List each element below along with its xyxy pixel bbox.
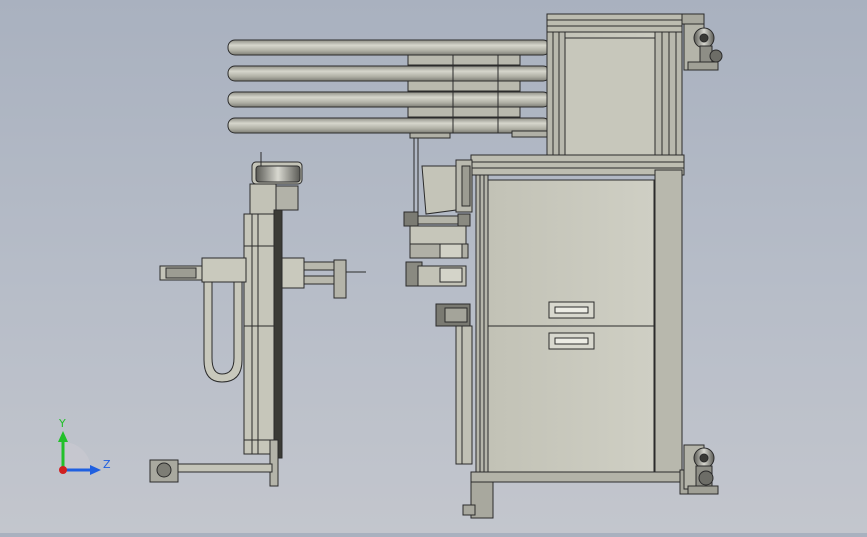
cable-carrier bbox=[203, 281, 243, 383]
drawer-handle-upper[interactable] bbox=[548, 301, 595, 319]
triad-origin-quadrant bbox=[63, 442, 91, 470]
x-axis-dot bbox=[59, 466, 67, 474]
horizontal-arm bbox=[159, 257, 366, 299]
pipe-1 bbox=[227, 39, 551, 56]
pipe-bracket bbox=[407, 80, 521, 92]
pipe-array bbox=[227, 39, 551, 139]
y-axis-label: Y bbox=[58, 417, 66, 430]
pipe-bracket bbox=[407, 54, 521, 66]
pipe-3 bbox=[227, 91, 551, 108]
z-axis-label: Z bbox=[103, 458, 111, 471]
caster-wheel-bottom bbox=[683, 444, 719, 495]
coordinate-triad: Y Z bbox=[58, 417, 111, 475]
main-cabinet bbox=[462, 154, 707, 519]
pipe-bracket bbox=[407, 106, 521, 118]
pipe-4 bbox=[227, 117, 551, 134]
vertical-column bbox=[243, 152, 303, 487]
base-arm bbox=[149, 459, 273, 483]
pipe-2 bbox=[227, 65, 551, 82]
drawer-handle-lower[interactable] bbox=[548, 332, 595, 350]
upper-cabinet bbox=[546, 13, 683, 470]
caster-wheel-top bbox=[681, 13, 723, 71]
feed-mechanism bbox=[403, 138, 473, 465]
